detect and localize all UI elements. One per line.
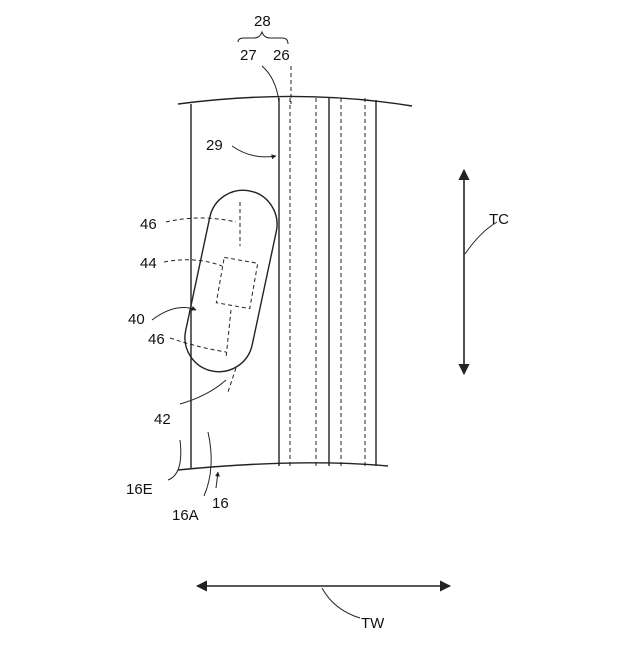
dashed-42-tail [228,368,236,392]
label-16E: 16E [126,481,153,498]
capsule-outline [179,184,284,378]
brace-28 [238,32,288,44]
label-46-top: 46 [140,216,157,233]
component-group-44-46 [216,202,257,392]
leader-16A [204,432,211,496]
leader-16E [168,440,181,480]
label-44: 44 [140,255,157,272]
label-16: 16 [212,495,229,512]
dashed-46-bottom [226,310,231,358]
leader-44 [164,260,222,266]
leader-46-top [166,218,236,222]
label-40: 40 [128,311,145,328]
leader-42 [180,380,226,404]
label-16A: 16A [172,507,199,524]
leader-29 [232,146,276,157]
top-boundary-line [178,96,412,106]
label-TC: TC [489,211,509,228]
label-27: 27 [240,47,257,64]
label-TW: TW [361,615,385,632]
leader-46-bottom [170,338,226,352]
tw-leader [322,588,360,618]
label-29: 29 [206,137,223,154]
label-42: 42 [154,411,171,428]
dashed-box-44 [216,257,257,308]
capsule-40 [179,184,284,378]
label-28: 28 [254,13,271,30]
label-46-bottom: 46 [148,331,165,348]
label-26: 26 [273,47,290,64]
leader-16 [216,472,218,488]
bottom-boundary-line [178,463,388,470]
